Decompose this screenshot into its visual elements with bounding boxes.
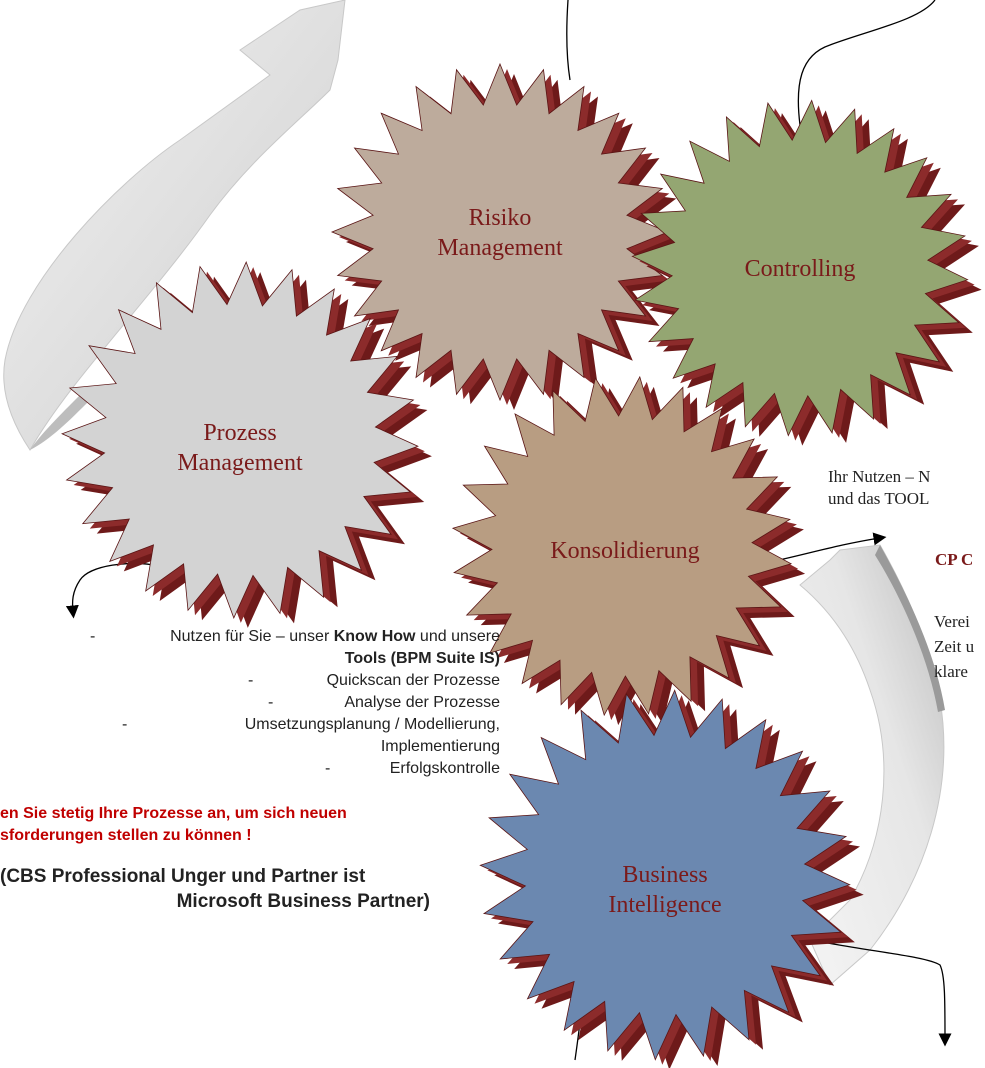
benefit-item-umsetzung: Umsetzungsplanung / Modellierung, <box>244 716 500 733</box>
benefit-intro-suffix: und unsere <box>415 628 500 645</box>
benefit-intro-prefix: Nutzen für Sie – unser <box>170 628 334 645</box>
konsolidierung-line1: Konsolidierung <box>550 538 700 564</box>
gear-konsolidierung-face <box>451 375 793 717</box>
gear-label-prozess: Prozess Management <box>160 418 320 478</box>
gear-controlling-face <box>631 99 969 437</box>
cycle-arrow-top <box>3 0 346 451</box>
cycle-arrow-bottom <box>799 544 945 986</box>
partner-line1: (CBS Professional Unger und Partner ist <box>0 866 366 887</box>
gear-label-controlling: Controlling <box>720 254 880 284</box>
gear-bi-face <box>479 689 851 1061</box>
connector-bi-right <box>789 934 952 1047</box>
benefit-dash-4: - <box>325 760 331 777</box>
right-body-line2: Zeit u <box>934 637 975 656</box>
benefit-item-analyse: Analyse der Prozesse <box>344 694 500 711</box>
partner-line2: Microsoft Business Partner) <box>176 891 430 912</box>
benefit-intro: Nutzen für Sie – unser Know How und unse… <box>170 628 500 646</box>
bi-line1: Business <box>622 862 708 888</box>
callout-line2: sforderungen stellen zu können ! <box>0 827 252 844</box>
gear-label-bi: Business Intelligence <box>585 860 745 920</box>
controlling-line1: Controlling <box>744 256 856 282</box>
right-benefit-line1: Ihr Nutzen – N <box>828 467 931 486</box>
prozess-line2: Management <box>177 450 303 476</box>
right-benefit-line2: und das TOOL <box>828 489 930 508</box>
gear-prozess-face <box>61 261 419 619</box>
callout-line1: en Sie stetig Ihre Prozesse an, um sich … <box>0 805 347 822</box>
risiko-line2: Management <box>437 235 563 261</box>
gear-controlling <box>631 99 982 446</box>
benefit-item-erfolgskontrolle: Erfolgskontrolle <box>389 760 500 777</box>
risiko-line1: Risiko <box>468 205 532 231</box>
benefit-dash-1: - <box>248 672 254 689</box>
right-body-line3: klare <box>934 662 968 681</box>
bi-line2: Intelligence <box>608 892 722 918</box>
benefit-dash-2: - <box>268 694 274 711</box>
prozess-line1: Prozess <box>203 420 277 446</box>
gear-label-risiko: Risiko Management <box>420 203 580 263</box>
benefit-intro-bold: Know How <box>333 628 416 645</box>
benefit-dash-intro: - <box>90 628 96 645</box>
benefit-item-quickscan: Quickscan der Prozesse <box>326 672 500 689</box>
gear-prozess <box>61 261 432 628</box>
gear-label-konsolidierung: Konsolidierung <box>535 536 715 566</box>
right-heading: CP C <box>935 550 974 569</box>
gear-bi <box>479 689 864 1068</box>
benefit-intro-line2: Tools (BPM Suite IS) <box>344 650 500 667</box>
gear-risiko-face <box>330 62 670 402</box>
connector-controlling <box>797 0 936 126</box>
gears-layer <box>61 62 982 1068</box>
right-body-line1: Verei <box>934 612 970 631</box>
gear-konsolidierung <box>451 375 806 726</box>
connector-risiko <box>566 0 571 81</box>
benefit-dash-3: - <box>122 716 128 733</box>
benefit-item-implementierung: Implementierung <box>380 738 500 755</box>
gear-risiko <box>330 62 682 410</box>
